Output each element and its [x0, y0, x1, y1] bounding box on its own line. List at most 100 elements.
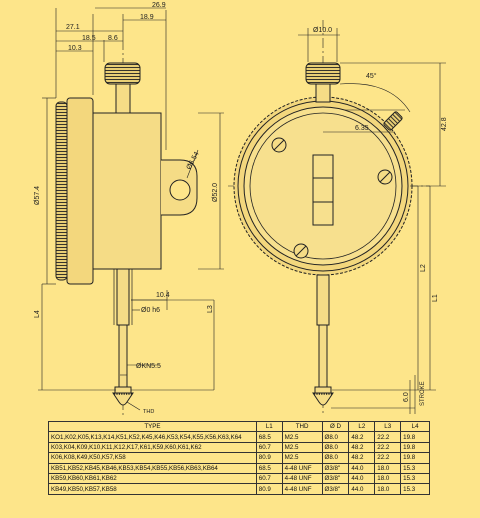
dim-6-0: 6.0: [403, 392, 410, 402]
dim-42-8: 42.8: [441, 117, 448, 131]
cell-l2: 48.2: [348, 452, 376, 464]
cell-l1: 80.9: [255, 483, 283, 495]
dim-18-5: 18.5: [82, 35, 96, 42]
side-right-dims: [120, 112, 224, 411]
cell-type: K06,K08,K49,K50,K57,K58: [48, 452, 257, 464]
screw-right-slot: [379, 171, 391, 183]
table-row: KO1,K02,K05,K13,K14,K51,K52,K45,K46,K53,…: [48, 431, 430, 443]
cell-l2: 44.0: [348, 472, 376, 485]
cell-l3: 22.2: [374, 452, 402, 464]
cell-thd: 4-48 UNF: [281, 472, 323, 485]
cell-thd: M2.5: [281, 431, 323, 443]
cell-d: Ø8.0: [321, 431, 350, 443]
lug-hole: [169, 179, 191, 201]
cell-d: Ø8.0: [321, 452, 350, 464]
cell-l1: 60.7: [255, 441, 283, 454]
col-type: TYPE: [48, 420, 257, 433]
spindle: [118, 324, 128, 388]
table-row: KB59,KB60,KB61,KB62 60.7 4-48 UNF Ø3/8" …: [48, 472, 430, 485]
side-view: [38, 7, 224, 415]
table-row: K03,K04,K09,K10,K11,K12,K17,K61,K59,K60,…: [48, 441, 430, 454]
front-contact-point: [312, 392, 334, 406]
cell-l4: 15.3: [400, 462, 430, 474]
table-row: K06,K08,K49,K50,K57,K58 80.9 M2.5 Ø8.0 4…: [48, 452, 430, 464]
dim-18-9: 18.9: [140, 14, 154, 21]
cell-d: Ø3/8": [321, 462, 350, 474]
front-view-labels: Ø10.0 45° 6.35 42.8 L2 L1 6.0 STROKE: [313, 27, 448, 406]
dim-dia52-0: Ø52.0: [212, 183, 219, 202]
cell-l2: 44.0: [348, 483, 376, 495]
cell-thd: M2.5: [281, 452, 323, 464]
front-stem-cap: [305, 62, 341, 85]
col-d: Ø D: [321, 420, 350, 433]
cell-l1: 60.7: [255, 472, 283, 485]
dim-dia57-4: Ø57.4: [34, 186, 41, 205]
col-l2: L2: [348, 420, 376, 433]
side-top-dims: [55, 7, 167, 150]
cell-l1: 68.5: [255, 462, 283, 474]
dim-dia10: Ø10.0: [313, 27, 332, 34]
front-spindle-sleeve: [316, 274, 330, 326]
cell-l2: 48.2: [348, 431, 376, 443]
front-contact-thread: [314, 386, 332, 394]
dim-10-3: 10.3: [68, 45, 82, 52]
bezel-ring: [66, 97, 94, 285]
dim-26-9: 26.9: [152, 2, 166, 9]
table-row: KB51,KB52,KB45,KB46,KB53,KB54,KB55,KB56,…: [48, 462, 430, 474]
dim-8-6: 8.6: [108, 35, 118, 42]
cell-type: KB59,KB60,KB61,KB62: [48, 472, 257, 485]
spindle-sleeve: [116, 268, 130, 326]
cell-l2: 48.2: [348, 441, 376, 454]
dim-kn5-5: ØKN5.5: [136, 363, 161, 370]
dim-L1: L1: [432, 294, 439, 302]
col-l4: L4: [400, 420, 430, 433]
cell-d: Ø3/8": [321, 483, 350, 495]
cell-l3: 22.2: [374, 431, 402, 443]
cell-l3: 18.0: [374, 462, 402, 474]
table-header-row: TYPE L1 THD Ø D L2 L3 L4: [48, 420, 430, 433]
front-stem: [315, 83, 331, 103]
cell-l4: 19.8: [400, 452, 430, 464]
cell-l1: 68.5: [255, 431, 283, 443]
cell-l3: 22.2: [374, 441, 402, 454]
cell-type: KB51,KB52,KB45,KB46,KB53,KB54,KB55,KB56,…: [48, 462, 257, 474]
dim-stroke: STROKE: [420, 381, 426, 406]
cell-type: KO1,K02,K05,K13,K14,K51,K52,K45,K46,K53,…: [48, 431, 257, 443]
pointer-window: [312, 154, 334, 226]
table-row: KB49,KB50,KB57,KB58 80.9 4-48 UNF Ø3/8" …: [48, 483, 430, 495]
dim-L4: L4: [34, 310, 41, 318]
bezel-knurl: [55, 101, 68, 281]
cell-l3: 18.0: [374, 483, 402, 495]
contact-thread: [114, 386, 132, 394]
cell-l2: 44.0: [348, 462, 376, 474]
cell-l4: 15.3: [400, 472, 430, 485]
contact-point: [112, 392, 134, 406]
stem-top: [115, 83, 131, 114]
cell-thd: M2.5: [281, 441, 323, 454]
cell-l4: 19.8: [400, 441, 430, 454]
dim-dia-h6: Ø0 h6: [141, 307, 160, 314]
cell-l4: 15.3: [400, 483, 430, 495]
front-view: [228, 20, 446, 415]
cell-d: Ø8.0: [321, 441, 350, 454]
dial-body: [92, 112, 162, 270]
screw-bottom-left-slot: [295, 245, 307, 257]
lock-screw: [383, 111, 403, 131]
front-spindle: [318, 324, 328, 388]
dim-angle45: 45°: [366, 72, 377, 80]
cell-l4: 19.8: [400, 431, 430, 443]
dim-10-4: 10.4: [156, 292, 170, 299]
cell-d: Ø3/8": [321, 472, 350, 485]
side-left-dims: [38, 97, 116, 391]
cell-l3: 18.0: [374, 472, 402, 485]
screw-top-left-slot: [273, 139, 285, 151]
dim-L3: L3: [207, 305, 214, 313]
dim-27-1: 27.1: [66, 24, 80, 31]
cell-type: K03,K04,K09,K10,K11,K12,K17,K61,K59,K60,…: [48, 441, 257, 454]
cell-thd: 4-48 UNF: [281, 483, 323, 495]
stem-cap: [104, 62, 141, 85]
col-l1: L1: [255, 420, 283, 433]
dim-thd: THD: [143, 409, 154, 415]
